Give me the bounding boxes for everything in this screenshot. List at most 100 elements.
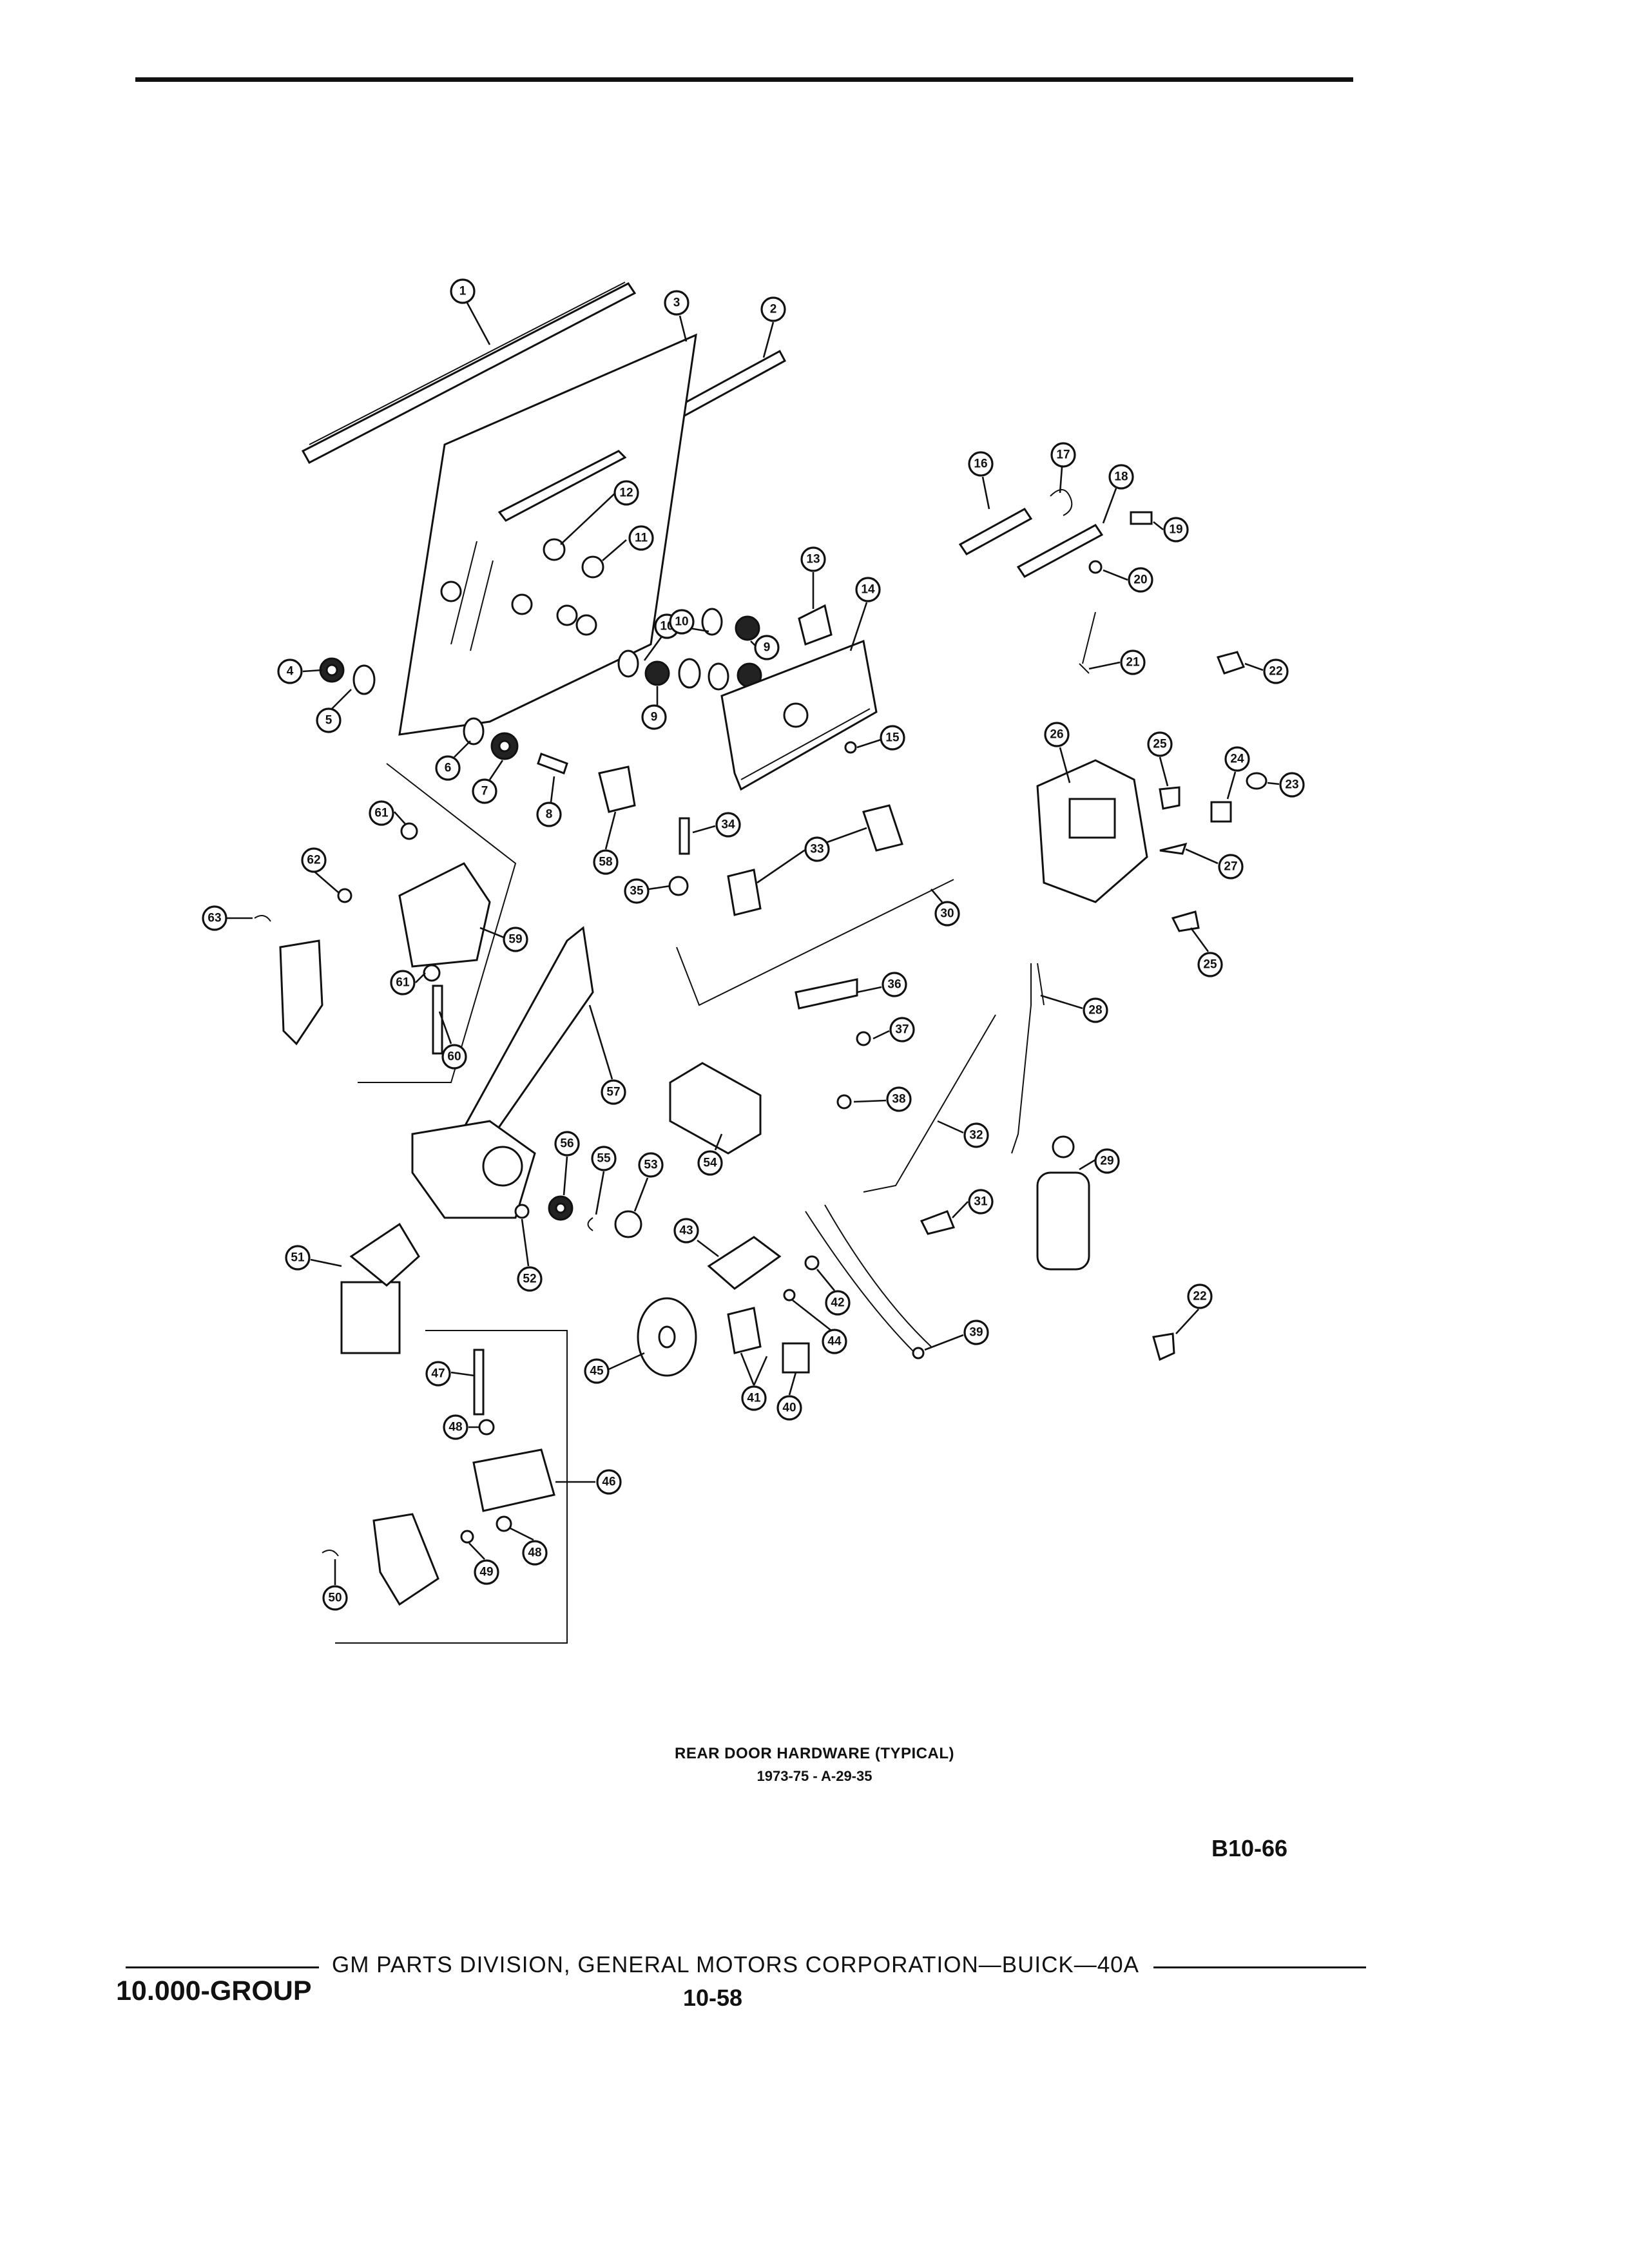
- callout-51: 51: [285, 1245, 311, 1271]
- svg-text:36: 36: [887, 978, 901, 992]
- callout-24: 24: [1224, 746, 1250, 772]
- callout-1: 1: [450, 278, 476, 304]
- callout-4: 4: [277, 658, 303, 684]
- callout-35: 35: [624, 878, 650, 904]
- rollers-and-washers: [319, 608, 762, 774]
- callout-33: 33: [804, 836, 830, 862]
- figure-caption-code: 1973-75 - A-29-35: [757, 1768, 872, 1784]
- callout-23: 23: [1279, 772, 1305, 798]
- svg-text:30: 30: [940, 907, 954, 921]
- svg-text:28: 28: [1088, 1004, 1102, 1017]
- svg-text:53: 53: [644, 1158, 657, 1172]
- svg-text:1: 1: [459, 285, 467, 298]
- callout-18: 18: [1108, 464, 1134, 490]
- svg-text:15: 15: [885, 731, 900, 745]
- svg-text:58: 58: [599, 856, 612, 869]
- svg-text:9: 9: [651, 711, 658, 724]
- svg-text:56: 56: [560, 1137, 574, 1151]
- callout-55: 55: [591, 1146, 617, 1171]
- svg-text:57: 57: [606, 1086, 620, 1099]
- footer-rule-left: [126, 1966, 319, 1968]
- svg-text:37: 37: [895, 1023, 909, 1037]
- callout-22a: 22: [1263, 658, 1289, 684]
- svg-text:2: 2: [770, 303, 777, 316]
- callout-48b: 48: [522, 1540, 548, 1566]
- callout-7: 7: [472, 778, 497, 804]
- svg-text:52: 52: [523, 1273, 536, 1286]
- svg-text:25: 25: [1203, 958, 1217, 972]
- door-glass-assembly: [301, 282, 787, 736]
- callout-61a: 61: [369, 800, 394, 826]
- callout-9a: 9: [641, 704, 667, 730]
- callout-53: 53: [638, 1152, 664, 1178]
- svg-text:63: 63: [207, 912, 221, 925]
- callout-21: 21: [1120, 649, 1146, 675]
- callout-27: 27: [1218, 854, 1244, 879]
- svg-text:38: 38: [892, 1093, 905, 1106]
- callout-46: 46: [596, 1469, 622, 1495]
- callout-29: 29: [1094, 1148, 1120, 1174]
- svg-text:25: 25: [1153, 738, 1167, 751]
- callout-45: 45: [584, 1358, 610, 1384]
- callout-40: 40: [776, 1395, 802, 1421]
- svg-text:35: 35: [630, 885, 644, 898]
- callout-61b: 61: [390, 970, 416, 995]
- svg-text:41: 41: [747, 1392, 761, 1405]
- svg-text:61: 61: [374, 807, 389, 820]
- callout-16: 16: [968, 451, 994, 477]
- svg-text:10: 10: [675, 615, 688, 629]
- callout-38: 38: [886, 1086, 912, 1112]
- svg-text:61: 61: [396, 976, 410, 990]
- callout-6: 6: [435, 755, 461, 781]
- callout-50: 50: [322, 1585, 348, 1611]
- callout-19: 19: [1163, 517, 1189, 543]
- svg-text:29: 29: [1100, 1155, 1113, 1168]
- svg-text:49: 49: [479, 1566, 493, 1579]
- front-hinge-inset: [254, 763, 517, 1083]
- svg-text:54: 54: [703, 1157, 717, 1170]
- svg-text:60: 60: [447, 1050, 461, 1064]
- callout-3: 3: [664, 290, 689, 316]
- callout-58: 58: [593, 849, 619, 875]
- callout-52: 52: [517, 1266, 543, 1292]
- callout-30: 30: [934, 901, 960, 927]
- callout-42: 42: [825, 1290, 851, 1316]
- svg-text:14: 14: [861, 583, 875, 597]
- svg-text:16: 16: [974, 457, 987, 471]
- svg-text:5: 5: [325, 714, 333, 727]
- callout-28: 28: [1083, 997, 1108, 1023]
- callout-31: 31: [968, 1189, 994, 1215]
- svg-text:48: 48: [448, 1421, 462, 1434]
- callout-15: 15: [880, 725, 905, 751]
- svg-text:40: 40: [782, 1401, 796, 1415]
- svg-text:11: 11: [635, 532, 648, 545]
- callout-39: 39: [963, 1320, 989, 1345]
- svg-text:44: 44: [827, 1335, 842, 1349]
- svg-text:4: 4: [287, 665, 294, 678]
- callout-22b: 22: [1187, 1283, 1213, 1309]
- svg-text:55: 55: [597, 1152, 611, 1166]
- callout-2: 2: [760, 296, 786, 322]
- svg-text:19: 19: [1169, 523, 1182, 537]
- callout-11: 11: [628, 525, 654, 551]
- svg-text:50: 50: [328, 1591, 342, 1605]
- rear-hinge-inset: [322, 1330, 568, 1644]
- svg-text:33: 33: [810, 843, 824, 856]
- regulator-assembly: [340, 926, 932, 1377]
- callout-43: 43: [673, 1218, 699, 1244]
- callout-9b: 9: [754, 635, 780, 660]
- callout-60: 60: [441, 1044, 467, 1070]
- callout-57: 57: [601, 1079, 626, 1105]
- figure-caption-title: REAR DOOR HARDWARE (TYPICAL): [675, 1745, 954, 1762]
- svg-text:21: 21: [1126, 656, 1140, 669]
- callout-25a: 25: [1147, 731, 1173, 757]
- svg-text:51: 51: [291, 1251, 305, 1265]
- inside-handle-and-rods: [598, 765, 996, 1235]
- svg-text:13: 13: [806, 553, 820, 566]
- callout-13: 13: [800, 546, 826, 572]
- svg-text:6: 6: [445, 762, 452, 775]
- svg-text:45: 45: [590, 1365, 604, 1378]
- svg-text:24: 24: [1230, 753, 1244, 766]
- callout-34: 34: [715, 812, 741, 838]
